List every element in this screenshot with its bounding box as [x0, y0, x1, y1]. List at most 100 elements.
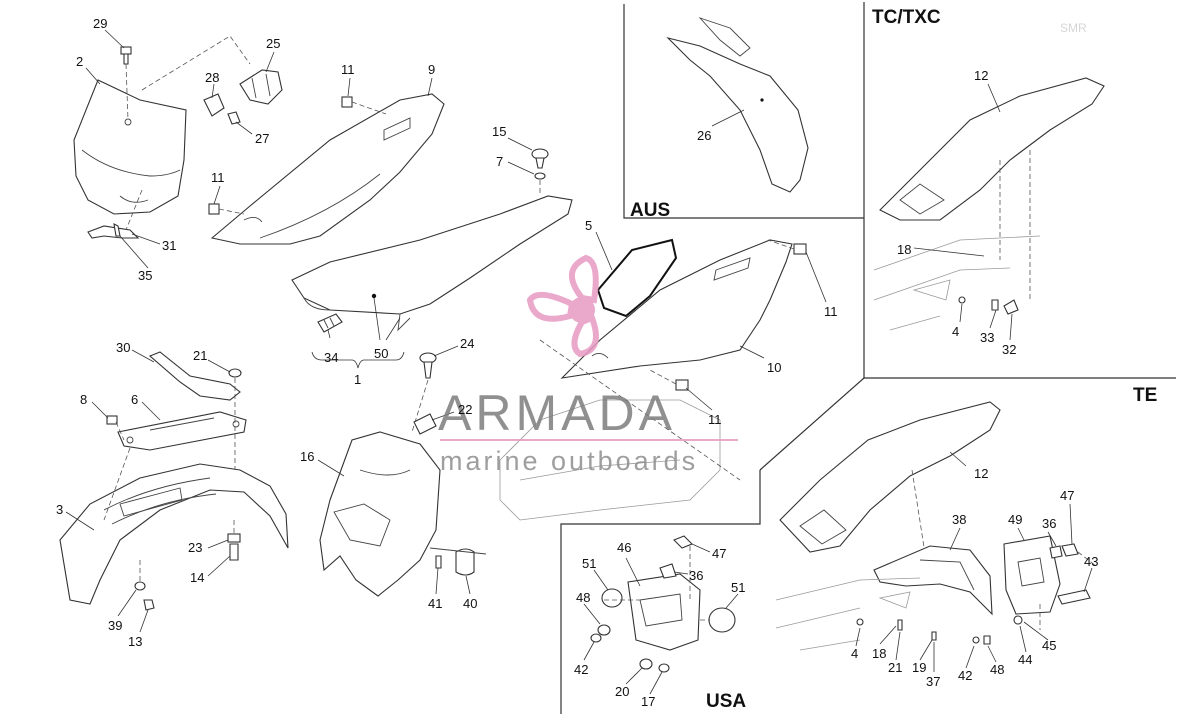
watermark-brand: ARMADA — [438, 385, 676, 441]
bracket-30-part — [148, 351, 242, 470]
leader-18a — [913, 247, 985, 257]
leader-40 — [465, 575, 471, 595]
leader-20 — [625, 667, 643, 685]
screw-29-axis — [125, 63, 129, 121]
label-21-b: 21 — [888, 660, 902, 675]
plate-holder-38-rib — [919, 559, 975, 591]
screw-11-right-axis — [767, 239, 795, 250]
spacer-23-shape — [227, 533, 241, 543]
screw-29-head — [120, 46, 132, 55]
leader-47a — [691, 543, 711, 553]
leader-7 — [507, 161, 535, 175]
label-11-c: 11 — [824, 304, 838, 319]
leader-44 — [1019, 625, 1027, 653]
label-47-b: 47 — [1060, 488, 1074, 503]
label-28: 28 — [205, 70, 219, 85]
leader-4b — [855, 627, 861, 647]
leader-9 — [427, 77, 433, 97]
seat-50-shape — [291, 195, 573, 315]
screw-11-upper-head — [341, 96, 353, 108]
bolt-14-shape — [229, 543, 239, 561]
label-32: 32 — [1002, 342, 1016, 357]
label-11-a: 11 — [341, 62, 355, 77]
screw-11-lower-head — [208, 203, 220, 215]
nut-42-usa — [590, 633, 602, 643]
tc-screw-33 — [991, 299, 999, 311]
label-18-a: 18 — [897, 242, 911, 257]
te-plate-axes — [1039, 551, 1097, 630]
bracket-43-te — [1057, 589, 1091, 605]
usa-frame — [560, 470, 761, 714]
tc-washer-4 — [958, 296, 966, 304]
region-usa: USA — [706, 691, 746, 712]
screw-11-lower-axis — [218, 208, 245, 215]
leader-15 — [507, 137, 533, 151]
leader-49 — [1017, 527, 1025, 541]
aus-fender-hole — [760, 98, 764, 102]
tc-frame-spring — [912, 279, 951, 301]
aus-fender-26-part — [666, 17, 809, 193]
tc-frame-ghost — [873, 235, 1041, 331]
nut-44-te — [1013, 615, 1023, 625]
usa-plate-46-shape — [627, 573, 701, 651]
leader-48b — [987, 645, 997, 663]
part-labels: 29 2 25 28 27 31 35 11 9 11 15 7 34 50 1… — [56, 16, 1098, 709]
frame-ghost-shape — [499, 399, 721, 521]
grommet-48-usa — [597, 624, 611, 636]
label-2: 2 — [76, 54, 83, 69]
side-panel-10-shape — [560, 239, 793, 379]
label-48-a: 48 — [576, 590, 590, 605]
bracket-6-hole-left — [126, 436, 134, 444]
label-6: 6 — [131, 392, 138, 407]
panel-10-slot — [713, 257, 751, 281]
fastener-15-stem — [535, 157, 545, 169]
leader-14 — [207, 555, 231, 577]
clip-22-shape — [413, 413, 437, 435]
headlight-mask-part — [73, 79, 187, 215]
label-30: 30 — [116, 340, 130, 355]
screw-29-part — [120, 46, 132, 121]
leader-34 — [327, 329, 331, 339]
tc-nut-32 — [1003, 299, 1019, 315]
screw-11-bottom — [649, 369, 689, 391]
te-fender-12-part — [779, 401, 1001, 561]
bracket-6-part — [117, 411, 247, 451]
leader-41 — [435, 567, 439, 595]
leader-23 — [207, 539, 229, 549]
label-50: 50 — [374, 346, 388, 361]
label-15: 15 — [492, 124, 506, 139]
front-fender-ribs — [103, 477, 217, 525]
leader-45 — [1023, 621, 1049, 641]
front-fender-slot — [119, 487, 183, 517]
label-26: 26 — [697, 128, 711, 143]
leader-22 — [431, 411, 455, 421]
watermark-tagline: marine outboards — [440, 446, 698, 476]
bracket-25-part — [141, 35, 283, 125]
label-48-b: 48 — [990, 662, 1004, 677]
te-frame-spring — [878, 591, 911, 609]
label-4-b: 4 — [851, 646, 858, 661]
label-8: 8 — [80, 392, 87, 407]
label-11-d: 11 — [708, 412, 722, 427]
label-35: 35 — [138, 268, 152, 283]
te-frame-diagonal — [759, 377, 865, 471]
screw-29-shank — [123, 53, 129, 65]
label-25: 25 — [266, 36, 280, 51]
label-33: 33 — [980, 330, 994, 345]
label-36-b: 36 — [1042, 516, 1056, 531]
section-frames — [560, 2, 1176, 714]
clamp-28-shape — [203, 93, 225, 117]
label-36-a: 36 — [689, 568, 703, 583]
rubber-34-part — [317, 313, 343, 333]
te-fender-12-shape — [779, 401, 1001, 553]
label-22: 22 — [458, 402, 472, 417]
propeller-blade-top — [569, 254, 599, 304]
region-te: TE — [1133, 385, 1157, 406]
label-10: 10 — [767, 360, 781, 375]
front-fender-3-part — [59, 463, 289, 605]
leader-26 — [711, 109, 745, 127]
leader-18b — [879, 625, 897, 645]
leader-24 — [433, 345, 459, 357]
label-23: 23 — [188, 540, 202, 555]
